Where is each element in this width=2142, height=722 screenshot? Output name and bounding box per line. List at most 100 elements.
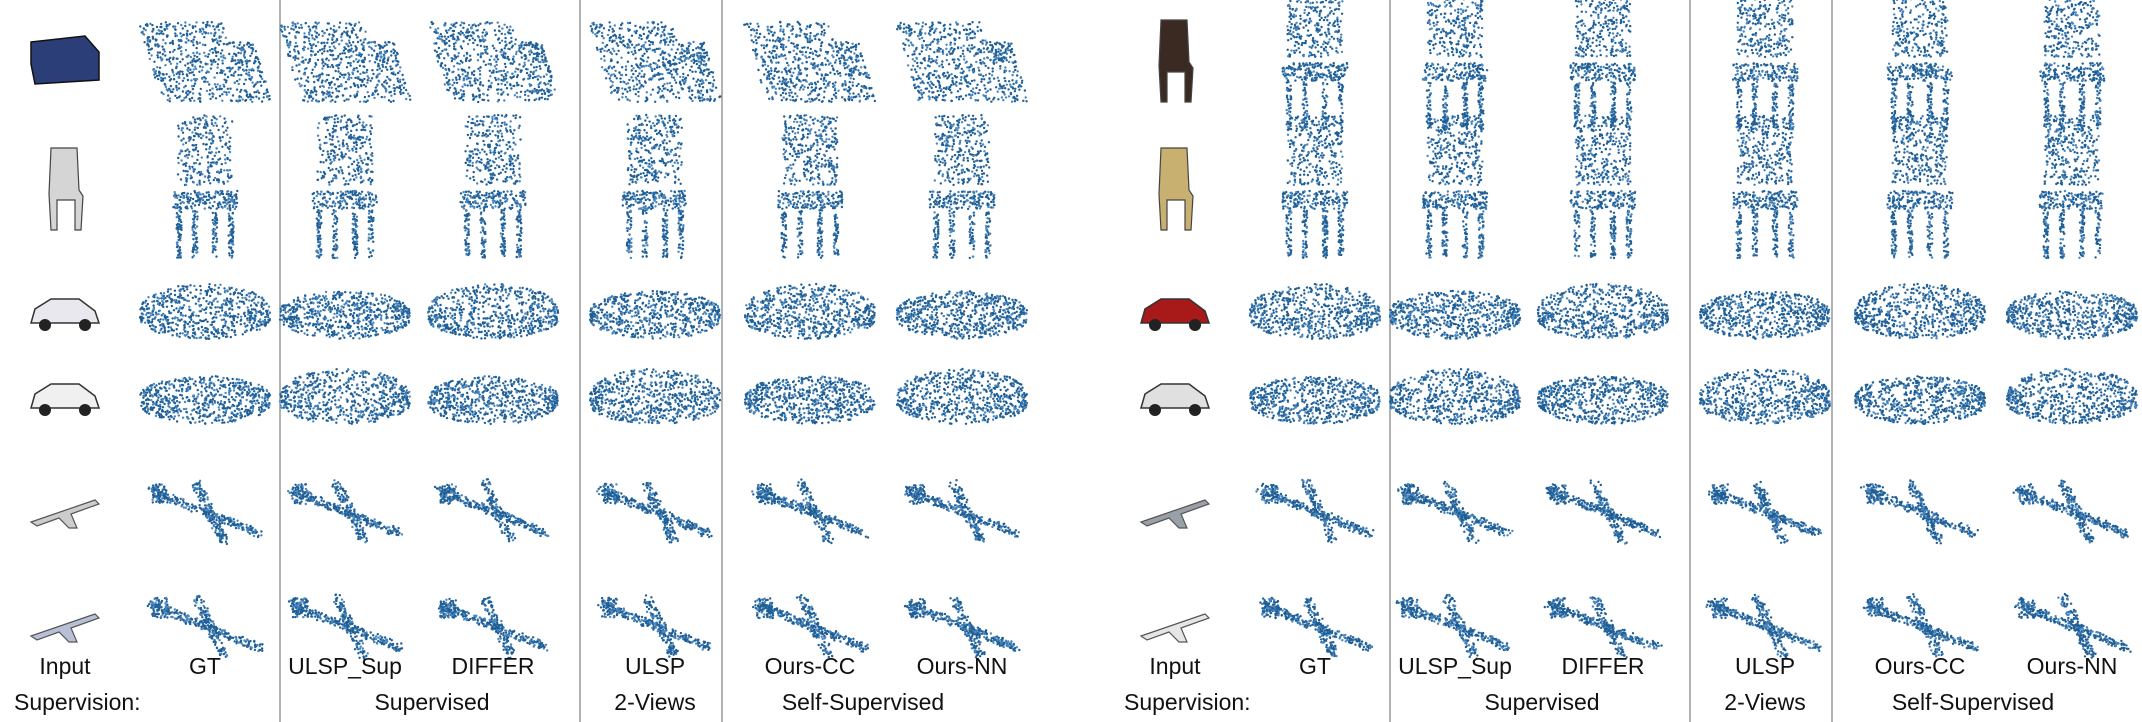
point-cloud [589,368,721,424]
point-cloud [1282,0,1349,131]
point-cloud [2039,114,2104,259]
column-label: ULSP [625,653,685,680]
point-cloud [1860,479,1979,544]
point-cloud [434,478,550,542]
point-cloud [1397,481,1514,544]
column-label: GT [1299,653,1331,680]
point-cloud [2014,593,2132,659]
point-cloud [1732,114,1798,259]
point-cloud [744,283,876,340]
point-cloud [752,594,869,658]
point-cloud [147,595,264,658]
point-cloud [459,114,526,259]
point-cloud [427,283,559,340]
point-cloud [1570,0,1637,131]
point-cloud [1705,594,1822,659]
point-cloud [597,594,711,658]
point-cloud [1699,291,1831,340]
point-cloud [1887,0,1954,131]
column-label: ULSP [1735,653,1795,680]
group-label: Self-Supervised [782,689,944,716]
input-image-chair [1159,20,1193,102]
group-label: Self-Supervised [1892,689,2054,716]
point-cloud [2013,480,2129,544]
point-cloud [743,21,876,103]
point-cloud [1389,290,1521,340]
point-cloud [139,283,271,340]
point-cloud [172,114,238,259]
input-image-car [31,384,99,416]
point-cloud [429,21,556,103]
point-cloud [1708,481,1822,544]
column-label: Ours-NN [917,653,1008,680]
point-cloud [139,21,271,103]
supervision-label: Supervision: [14,689,141,716]
group-label: 2-Views [1724,689,1805,716]
point-cloud [1545,479,1661,544]
group-label: Supervised [374,689,489,716]
point-cloud [590,21,722,103]
point-cloud [1422,0,1489,130]
column-label: Input [1149,653,1200,680]
point-cloud [287,479,403,543]
point-cloud [1699,369,1831,425]
point-cloud [751,478,869,544]
point-cloud [279,368,411,425]
column-label: Ours-NN [2027,653,2118,680]
point-cloud [589,290,721,340]
point-cloud [1854,375,1986,425]
point-cloud [896,21,1028,103]
input-image-chair [49,148,83,230]
point-cloud [896,290,1028,340]
input-image-car [1141,299,1209,331]
point-cloud [1259,597,1373,658]
group-label: Supervised [1484,689,1599,716]
point-cloud [622,114,687,259]
point-cloud [148,480,263,546]
input-image-car [1141,384,1209,416]
input-image-airplane [1141,614,1209,642]
point-cloud [1255,479,1374,544]
column-label: ULSP_Sup [288,653,402,680]
point-cloud [1249,376,1381,425]
point-cloud [438,596,549,659]
input-image-chair [1159,148,1193,230]
group-label: 2-Views [614,689,695,716]
point-cloud [1886,114,1953,259]
input-image-airplane [31,500,99,528]
point-cloud [1249,283,1381,340]
point-cloud [1570,114,1637,259]
point-cloud [1281,115,1348,259]
point-cloud [1854,283,1986,340]
column-label: ULSP_Sup [1398,653,1512,680]
point-cloud [279,21,411,103]
input-image-airplane [1141,500,1209,528]
point-cloud [139,375,271,425]
point-cloud [896,368,1028,425]
point-cloud [744,375,876,424]
point-cloud [904,597,1021,659]
point-cloud [1537,283,1669,340]
point-cloud [1537,375,1669,425]
point-cloud [1544,596,1663,658]
column-label: Ours-CC [765,653,856,680]
point-cloud [928,114,995,259]
point-cloud [288,593,403,659]
column-label: Ours-CC [1875,653,1966,680]
column-label: GT [189,653,221,680]
point-cloud [1396,594,1511,660]
point-cloud [2006,290,2138,340]
column-label: Input [39,653,90,680]
column-label: DIFFER [451,653,534,680]
point-cloud [427,375,559,425]
point-cloud [1389,368,1521,425]
input-image-car [31,299,99,331]
point-cloud [1732,0,1799,130]
column-label: DIFFER [1561,653,1644,680]
point-cloud [904,479,1020,543]
point-cloud [1863,593,1979,658]
point-cloud [2006,368,2138,425]
point-cloud [312,114,378,259]
point-cloud [777,114,843,259]
